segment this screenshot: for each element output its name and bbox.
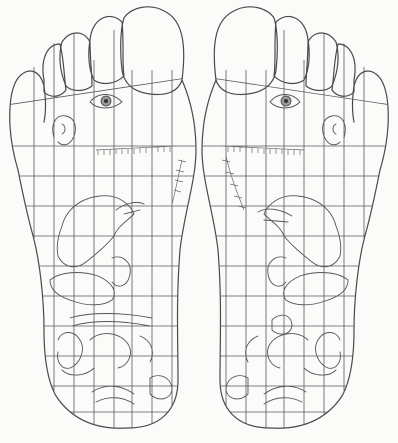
right-intestine-zone: [246, 333, 341, 376]
left-bladder-zone: [150, 376, 172, 399]
right-lung-zone: [264, 196, 341, 267]
left-kidney-zone: [112, 257, 130, 286]
left-intestine-zone: [58, 333, 153, 376]
left-stomach-zone: [50, 273, 114, 305]
right-liver-zone: [258, 209, 292, 222]
right-bladder-zone: [226, 376, 248, 399]
right-grid: [198, 0, 398, 443]
left-foot: [0, 0, 200, 443]
right-gallbladder-zone: [272, 315, 292, 334]
left-pancreas-zone: [70, 314, 152, 327]
left-little-toe: [10, 71, 46, 170]
left-grid: [0, 0, 200, 443]
right-kidney-zone: [268, 257, 286, 286]
left-hip-zone: [92, 386, 134, 404]
left-fourth-toe: [43, 44, 66, 96]
right-sole: [202, 80, 380, 428]
right-little-toe: [353, 71, 389, 170]
right-stomach-zone: [284, 273, 348, 305]
right-eye-zone: [270, 95, 300, 109]
left-spine-zone: [172, 160, 186, 204]
right-hip-zone: [264, 386, 306, 404]
left-sole: [18, 80, 196, 428]
right-ear-zone: [323, 116, 346, 145]
right-foot: [198, 0, 398, 443]
right-shoulder-band: [222, 146, 304, 155]
left-heart-zone: [116, 202, 144, 214]
right-fourth-toe: [332, 44, 355, 96]
left-shoulder-band: [96, 146, 176, 155]
left-ear-zone: [53, 116, 76, 145]
left-eye-zone: [90, 95, 122, 109]
